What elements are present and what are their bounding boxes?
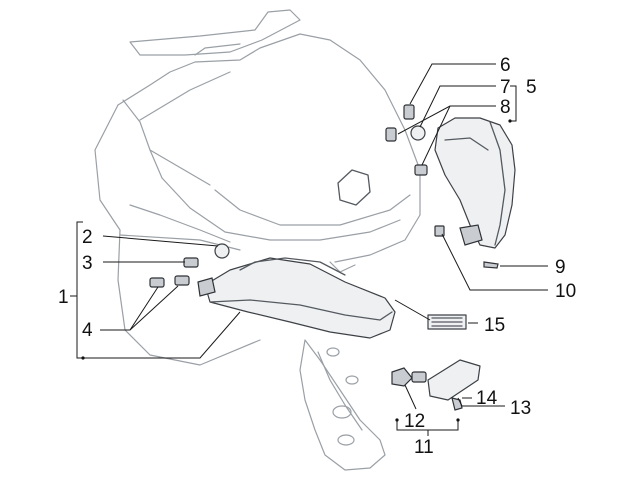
callout-labels: 1 2 3 4 5 6 7 8 9 10 11 12 13 14 15 [58, 55, 576, 458]
right-light-housing [434, 117, 516, 249]
left-light-housing [197, 257, 396, 339]
leader-lines [70, 63, 548, 436]
bulb-4a [149, 277, 165, 288]
callout-14: 14 [476, 388, 498, 409]
bulb-2 [214, 243, 230, 259]
rear-body-outline [94, 9, 421, 471]
bulb-8b [414, 164, 428, 176]
callout-3: 3 [82, 253, 93, 274]
bulb-7 [410, 125, 426, 141]
bulb-8a [385, 127, 397, 142]
screw-9 [483, 261, 499, 269]
callout-11: 11 [414, 437, 434, 458]
callout-12: 12 [404, 411, 425, 432]
callout-10: 10 [555, 281, 576, 302]
callout-9: 9 [555, 257, 566, 278]
callout-2: 2 [82, 227, 93, 248]
reflector-15 [427, 314, 467, 330]
callout-7: 7 [500, 77, 511, 98]
callout-1: 1 [58, 287, 69, 308]
bulb-4b [174, 275, 190, 286]
callout-8: 8 [500, 97, 511, 118]
bulb-6 [403, 104, 415, 120]
callout-13: 13 [510, 398, 531, 419]
callout-5: 5 [526, 77, 537, 98]
bulb-3 [183, 257, 199, 268]
callout-15: 15 [484, 315, 505, 336]
callout-4: 4 [82, 320, 93, 341]
callout-6: 6 [500, 55, 511, 76]
plate-light-11 [391, 359, 481, 411]
bracket-10 [434, 225, 445, 237]
